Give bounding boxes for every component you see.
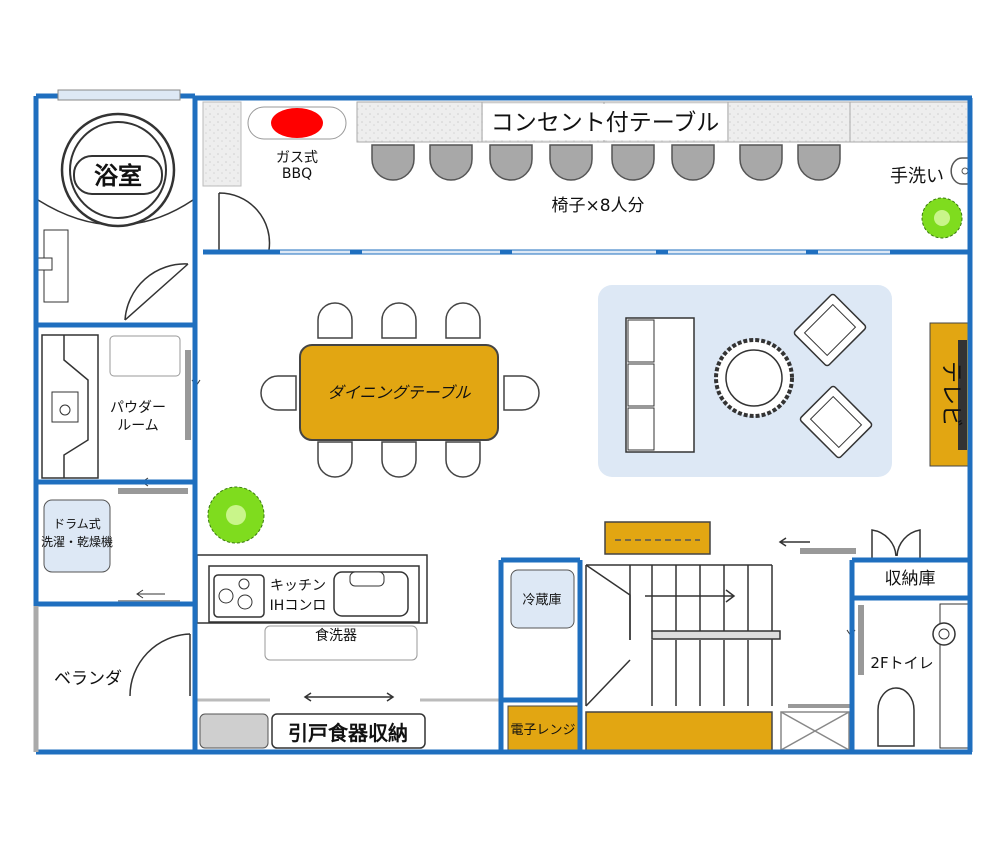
- bbq-label-2: BBQ: [282, 166, 312, 182]
- washer-dryer: [43, 499, 111, 573]
- washer-label-1: ドラム式: [53, 517, 101, 531]
- terrace-door[interactable]: [218, 192, 271, 251]
- chairs-label: 椅子×8人分: [551, 196, 644, 216]
- kitchen-label-2: IHコンロ: [270, 598, 327, 614]
- plant-icon: [921, 197, 963, 239]
- sliding-cabinet-label: 引戸食器収納: [288, 721, 408, 745]
- powder-label-2: ルーム: [117, 418, 159, 434]
- bbq-label-1: ガス式: [276, 150, 318, 166]
- storage-label: 収納庫: [885, 569, 936, 589]
- hall-sliding-door[interactable]: [800, 548, 856, 554]
- bath-window: [57, 89, 181, 101]
- storage-room: 収納庫: [871, 529, 936, 589]
- stair-bottom-shelf: [585, 711, 773, 753]
- armchair: [793, 293, 867, 367]
- microwave-label: 電子レンジ: [510, 723, 575, 738]
- paper-holder-icon: [932, 622, 956, 646]
- kitchen-label-1: キッチン: [270, 578, 326, 594]
- armchair: [799, 385, 873, 459]
- stair-landing-shelf: [604, 521, 711, 555]
- toilet-label: 2Fトイレ: [870, 654, 933, 672]
- living-area: テレビ: [598, 285, 969, 477]
- toilet-sliding-door[interactable]: [858, 605, 864, 675]
- fridge-label: 冷蔵庫: [522, 593, 561, 608]
- kitchen-area: キッチン IHコンロ 食洗器 引戸食器収納 冷蔵庫 電子レンジ: [196, 554, 579, 751]
- dishwasher-label: 食洗器: [315, 627, 357, 644]
- dining-area: ダイニングテーブル: [207, 302, 540, 544]
- plant-icon: [207, 486, 265, 544]
- terrace-counter-left: [202, 101, 242, 187]
- terrace-area: コンセント付テーブル ガス式 BBQ 椅子×8人分 手洗い: [202, 101, 972, 251]
- bathroom: 浴室: [37, 112, 194, 321]
- veranda-door[interactable]: [129, 633, 191, 697]
- dining-table-label: ダイニングテーブル: [327, 383, 471, 402]
- cabinet-left: [199, 713, 269, 749]
- dishwasher: [264, 625, 418, 661]
- microwave: [507, 705, 579, 751]
- bath-label-box: [73, 155, 163, 195]
- dining-table: [299, 344, 499, 441]
- powder-cabinet: [109, 335, 181, 377]
- terrace-chairs: [371, 144, 841, 181]
- bbq-burner: [271, 108, 323, 138]
- ih-stove: [213, 574, 265, 618]
- toilet-room: 2Fトイレ: [846, 603, 969, 749]
- washroom-sliding-door[interactable]: [118, 488, 188, 494]
- washer-label-2: 洗濯・乾燥機: [41, 534, 113, 549]
- storage-door-right[interactable]: [896, 529, 921, 560]
- handwash-label: 手洗い: [890, 166, 944, 187]
- staircase: [585, 521, 856, 753]
- counter-table-label: コンセント付テーブル: [491, 110, 720, 136]
- storage-door-left[interactable]: [871, 529, 897, 560]
- tv-screen: [958, 340, 967, 450]
- powder-sliding-door[interactable]: [185, 350, 191, 440]
- powder-label-1: パウダー: [110, 400, 166, 416]
- veranda: ベランダ: [54, 633, 191, 697]
- stair-handrail: [651, 630, 781, 640]
- fridge: [510, 569, 575, 629]
- sliding-cabinet: [271, 713, 426, 749]
- veranda-label: ベランダ: [54, 669, 122, 689]
- washer-area: ドラム式 洗濯・乾燥機: [41, 499, 180, 606]
- tv-label: テレビ: [938, 361, 963, 427]
- toilet-bowl: [877, 687, 915, 747]
- sink-icon: [51, 391, 79, 423]
- counter-table-label-box: [483, 104, 727, 140]
- dining-chairs: [260, 302, 540, 478]
- bath-label: 浴室: [94, 162, 142, 190]
- bath-door[interactable]: [124, 263, 189, 321]
- powder-room: パウダー ルーム: [41, 334, 201, 494]
